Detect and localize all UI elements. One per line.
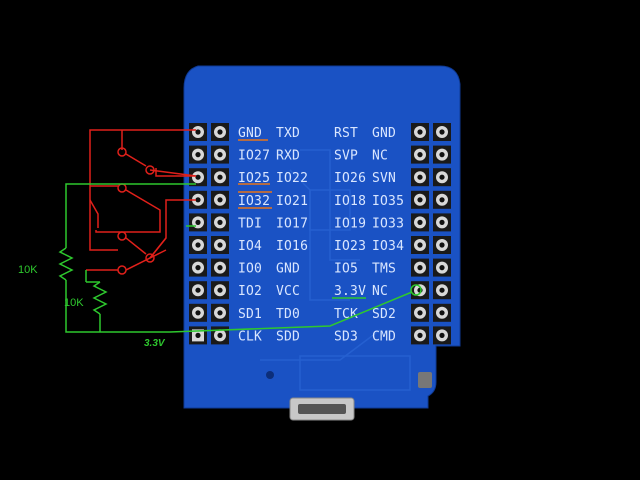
pin-right-outer bbox=[433, 168, 451, 187]
led-indicator bbox=[266, 371, 274, 379]
pin-label: TDI bbox=[238, 216, 262, 231]
pin-label: GND bbox=[372, 126, 396, 141]
pin-label: IO16 bbox=[276, 239, 308, 254]
pin-label: RXD bbox=[276, 149, 300, 164]
pin-label: SDD bbox=[276, 329, 300, 344]
pin-label: TXD bbox=[276, 126, 300, 141]
pin-label: IO34 bbox=[372, 239, 404, 254]
pin-left-inner bbox=[211, 303, 229, 322]
pin-label: TCK bbox=[334, 307, 358, 322]
pin-left-inner bbox=[211, 213, 229, 232]
pin-left-inner bbox=[211, 326, 229, 345]
pin-right-inner bbox=[411, 190, 429, 209]
pin-left-outer bbox=[189, 303, 207, 322]
pin-label: IO21 bbox=[276, 194, 308, 209]
pin-left-outer bbox=[189, 168, 207, 187]
pin-left-inner bbox=[211, 168, 229, 187]
pin-label: IO25 bbox=[238, 171, 270, 186]
pin-label: VCC bbox=[276, 284, 300, 299]
pin-label: IO22 bbox=[276, 171, 308, 186]
pin-right-inner bbox=[411, 258, 429, 277]
resistor-bottom-label: 10K bbox=[64, 297, 84, 309]
pin-label: GND bbox=[276, 262, 300, 277]
pin-left-outer bbox=[189, 145, 207, 164]
pin-label: TD0 bbox=[276, 307, 300, 322]
pin-right-outer bbox=[433, 303, 451, 322]
pin-right-outer bbox=[433, 145, 451, 164]
pin-left-inner bbox=[211, 258, 229, 277]
pin-right-inner bbox=[411, 145, 429, 164]
supply-label: 3.3V bbox=[144, 338, 166, 349]
pcb-traces bbox=[260, 149, 411, 391]
pin-right-inner bbox=[411, 303, 429, 322]
pin-label: IO0 bbox=[238, 262, 262, 277]
pin-label: IO5 bbox=[334, 262, 358, 277]
pin-right-outer bbox=[433, 213, 451, 232]
pin-right-outer bbox=[433, 236, 451, 254]
pin-label: IO23 bbox=[334, 239, 366, 254]
pin-label: IO33 bbox=[372, 216, 404, 231]
pin-label: IO26 bbox=[334, 171, 366, 186]
pin-label: IO18 bbox=[334, 194, 366, 209]
resistor-top bbox=[58, 247, 74, 281]
pin-label: CLK bbox=[238, 329, 262, 344]
pin-label: IO17 bbox=[276, 216, 308, 231]
pin-left-inner bbox=[211, 190, 229, 209]
pin-label: SD2 bbox=[372, 307, 396, 322]
pin-label: 3.3V bbox=[334, 284, 366, 299]
pin-right-outer bbox=[433, 326, 451, 345]
pin-left-outer bbox=[189, 190, 207, 209]
pin-left-inner bbox=[211, 123, 229, 141]
pin-right-inner bbox=[411, 236, 429, 254]
pin-label: SVN bbox=[372, 171, 396, 186]
pin-label: IO19 bbox=[334, 216, 366, 231]
pin-label: NC bbox=[372, 149, 388, 164]
pin-right-outer bbox=[433, 190, 451, 209]
pin-label: SVP bbox=[334, 149, 358, 164]
header-pins bbox=[189, 123, 451, 345]
resistor-wiring bbox=[58, 183, 422, 333]
pin-label: SD3 bbox=[334, 329, 358, 344]
pin-label: RST bbox=[334, 126, 358, 141]
label-underlines bbox=[238, 139, 366, 299]
pin-left-inner bbox=[211, 145, 229, 164]
pin-left-outer bbox=[189, 326, 207, 345]
pin-label: GND bbox=[238, 126, 262, 141]
pin-label: NC bbox=[372, 284, 388, 299]
pin-label: TMS bbox=[372, 262, 396, 277]
pcb-board bbox=[183, 65, 461, 409]
resistor-top-label: 10K bbox=[18, 264, 38, 276]
pin-label: IO27 bbox=[238, 149, 270, 164]
pin-left-inner bbox=[211, 236, 229, 254]
reset-button bbox=[418, 372, 432, 388]
pin-right-outer bbox=[433, 281, 451, 300]
pin-label: CMD bbox=[372, 329, 396, 344]
pin-label: IO4 bbox=[238, 239, 262, 254]
pin-left-outer bbox=[189, 213, 207, 232]
pin-label: SD1 bbox=[238, 307, 262, 322]
pin-right-inner bbox=[411, 326, 429, 345]
pin-left-outer bbox=[189, 123, 207, 141]
usb-port bbox=[298, 404, 346, 414]
pin-left-outer bbox=[189, 236, 207, 254]
pin-label: IO32 bbox=[238, 194, 270, 209]
pin-label: IO2 bbox=[238, 284, 262, 299]
pin-right-inner bbox=[411, 281, 429, 300]
pin-right-inner bbox=[411, 168, 429, 187]
pin-left-inner bbox=[211, 281, 229, 300]
switch-wiring bbox=[86, 129, 197, 275]
pin-right-outer bbox=[433, 258, 451, 277]
pin-right-inner bbox=[411, 123, 429, 141]
pin-left-outer bbox=[189, 258, 207, 277]
pin-label: IO35 bbox=[372, 194, 404, 209]
pin-left-outer bbox=[189, 281, 207, 300]
resistor-bottom bbox=[92, 281, 108, 315]
pin-right-outer bbox=[433, 123, 451, 141]
pin-right-inner bbox=[411, 213, 429, 232]
